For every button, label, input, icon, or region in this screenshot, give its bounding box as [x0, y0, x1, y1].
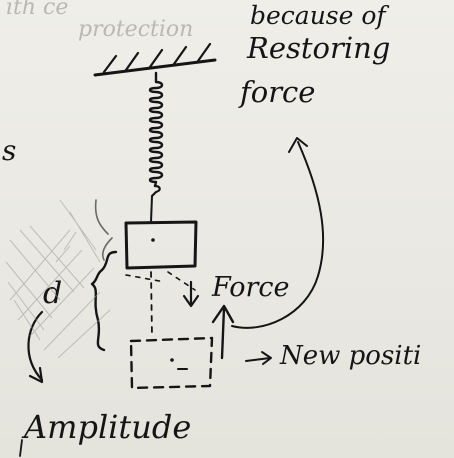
stray-ink-mark [20, 440, 22, 456]
amplitude-label: Amplitude [21, 408, 191, 446]
mirrored-bleed-text: protection [78, 17, 193, 42]
dashed-center-guide [151, 272, 152, 336]
bleed-through-text: ith ce [6, 0, 68, 20]
note-line-3: force [238, 75, 315, 109]
force-label: Force [211, 272, 290, 303]
spring-coil [150, 73, 162, 186]
block-center-dot [151, 238, 155, 242]
displaced-block-dot [170, 358, 174, 362]
right-arrow-icon [246, 352, 271, 364]
margin-fragment: s [2, 134, 16, 167]
note-line-2: Restoring [246, 31, 390, 65]
amplitude-pointer-arrow [28, 312, 42, 382]
mass-block [126, 222, 196, 268]
down-arrow-icon [184, 282, 198, 306]
dashed-guide-left [126, 275, 165, 282]
displacement-label: d [43, 276, 62, 311]
note-line-1: because of [250, 1, 389, 30]
spring-connector [151, 196, 152, 222]
new-position-label: New positi [279, 341, 421, 371]
up-arrow-icon [213, 306, 233, 358]
faint-sketch-lines [96, 200, 112, 260]
ceiling-support [95, 44, 215, 75]
spring-hook [152, 186, 160, 196]
displacement-brace [92, 252, 116, 350]
displaced-mass-block [131, 338, 212, 388]
